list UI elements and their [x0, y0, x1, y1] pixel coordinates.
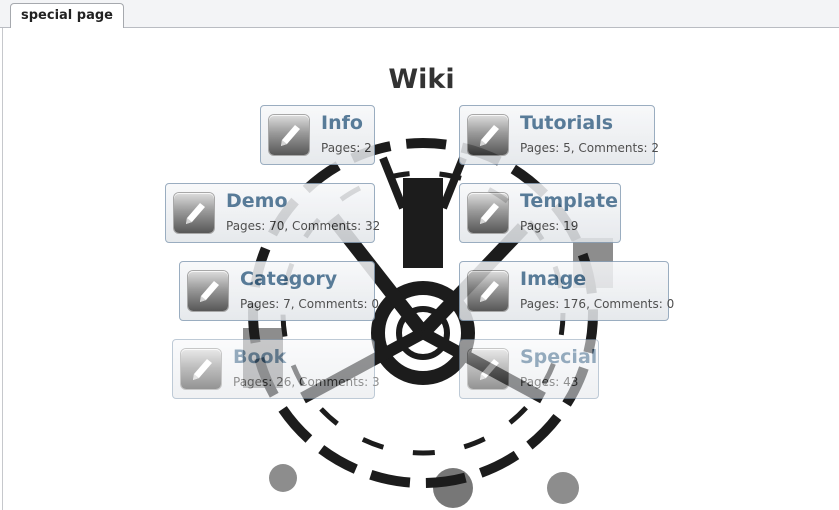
category-category[interactable]: Category Pages: 7, Comments: 0	[179, 261, 379, 321]
category-tutorials[interactable]: Tutorials Pages: 5, Comments: 2	[459, 105, 659, 165]
category-stats: Pages: 5, Comments: 2	[520, 141, 659, 155]
pencil-icon	[174, 193, 214, 233]
pencil-icon	[468, 271, 508, 311]
category-name[interactable]: Image	[520, 268, 587, 290]
category-book[interactable]: Book Pages: 26, Comments: 3	[172, 339, 380, 399]
category-special[interactable]: Special Pages: 43	[459, 339, 599, 399]
category-stats: Pages: 26, Comments: 3	[233, 375, 380, 389]
category-name[interactable]: Special	[520, 346, 598, 368]
pencil-icon	[468, 193, 508, 233]
content-panel: Wiki Info Pages: 2 Tutorials Pages: 5, C…	[2, 28, 839, 510]
category-name[interactable]: Book	[233, 346, 287, 368]
category-image[interactable]: Image Pages: 176, Comments: 0	[459, 261, 674, 321]
category-stats: Pages: 19	[520, 219, 579, 233]
pencil-icon	[269, 115, 309, 155]
category-stats: Pages: 70, Comments: 32	[226, 219, 381, 233]
pencil-icon	[188, 271, 228, 311]
page-title: Wiki	[388, 64, 455, 95]
category-name[interactable]: Tutorials	[520, 112, 614, 134]
category-template[interactable]: Template Pages: 19	[459, 183, 621, 243]
pencil-icon	[468, 115, 508, 155]
category-name[interactable]: Template	[520, 190, 619, 212]
tab-bar: special page	[0, 0, 839, 28]
category-stats: Pages: 2	[321, 141, 372, 155]
tab-special-page[interactable]: special page	[10, 3, 124, 28]
category-name[interactable]: Category	[240, 268, 338, 290]
pencil-icon	[468, 349, 508, 389]
category-stats: Pages: 43	[520, 375, 579, 389]
category-stats: Pages: 176, Comments: 0	[520, 297, 675, 311]
category-demo[interactable]: Demo Pages: 70, Comments: 32	[165, 183, 380, 243]
pencil-icon	[181, 349, 221, 389]
category-name[interactable]: Info	[321, 112, 363, 134]
category-info[interactable]: Info Pages: 2	[260, 105, 375, 165]
category-stats: Pages: 7, Comments: 0	[240, 297, 379, 311]
category-name[interactable]: Demo	[226, 190, 288, 212]
